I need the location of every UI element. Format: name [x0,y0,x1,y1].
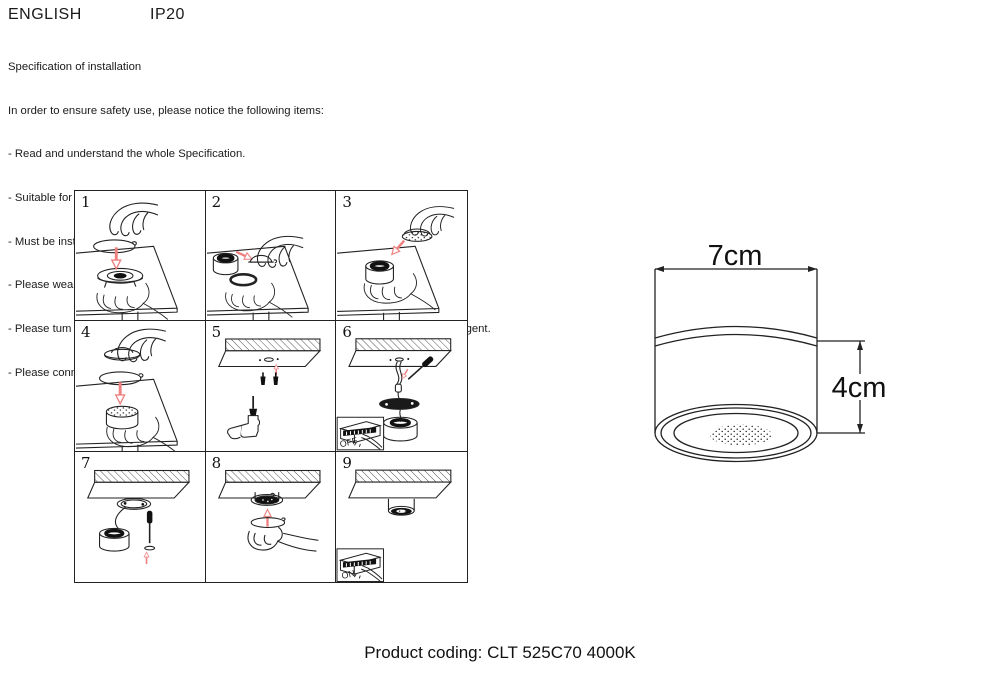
step-number: 1 [81,193,91,211]
step-4-illustration [75,328,178,451]
step-5-illustration [217,338,321,440]
step-number: 7 [81,453,91,472]
step-6-illustration: OFF [337,338,452,451]
step-panel-1: 1 [75,191,206,322]
step-7-illustration [87,469,190,565]
step-panel-7: 7 [75,451,206,582]
step-number: 5 [211,323,222,342]
step-number: 9 [342,453,352,472]
product-dimension-figure: 7cm 4cm [654,240,887,463]
step-number: 2 [211,193,222,211]
step-panel-3: 3 [336,191,467,322]
spec-item: - Read and understand the whole Specific… [8,148,246,161]
step-2-illustration [206,235,309,321]
step-8-illustration [217,469,321,552]
height-label-backing [831,374,887,400]
height-dimension-label: 4cm [832,372,887,404]
step-number: 4 [81,323,91,342]
step-panel-9: 9 ON [336,452,467,582]
step-9-illustration: ON [336,469,452,582]
step-panel-5: 5 [205,321,337,452]
switch-on-label: ON [341,568,356,581]
width-dimension-label: 7cm [708,240,763,272]
ip-rating: IP20 [150,6,185,23]
step-number: 6 [342,323,352,342]
step-1-illustration [75,202,178,321]
step-panel-8: 8 [206,451,337,582]
step-number: 8 [211,453,222,472]
installation-steps-grid: 1 2 [74,190,468,583]
product-coding: Product coding: CLT 525C70 4000K [364,643,636,662]
step-3-illustration [336,206,455,321]
spec-intro: In order to ensure safety use, please no… [8,104,324,117]
spec-title: Specification of installation [8,61,142,74]
switch-off-label: OFF [339,435,359,449]
step-panel-6: 6 [336,321,467,452]
step-number: 3 [342,193,352,211]
step-panel-4: 4 [75,321,206,452]
language-title: ENGLISH [8,6,82,23]
step-panel-2: 2 [205,191,337,322]
